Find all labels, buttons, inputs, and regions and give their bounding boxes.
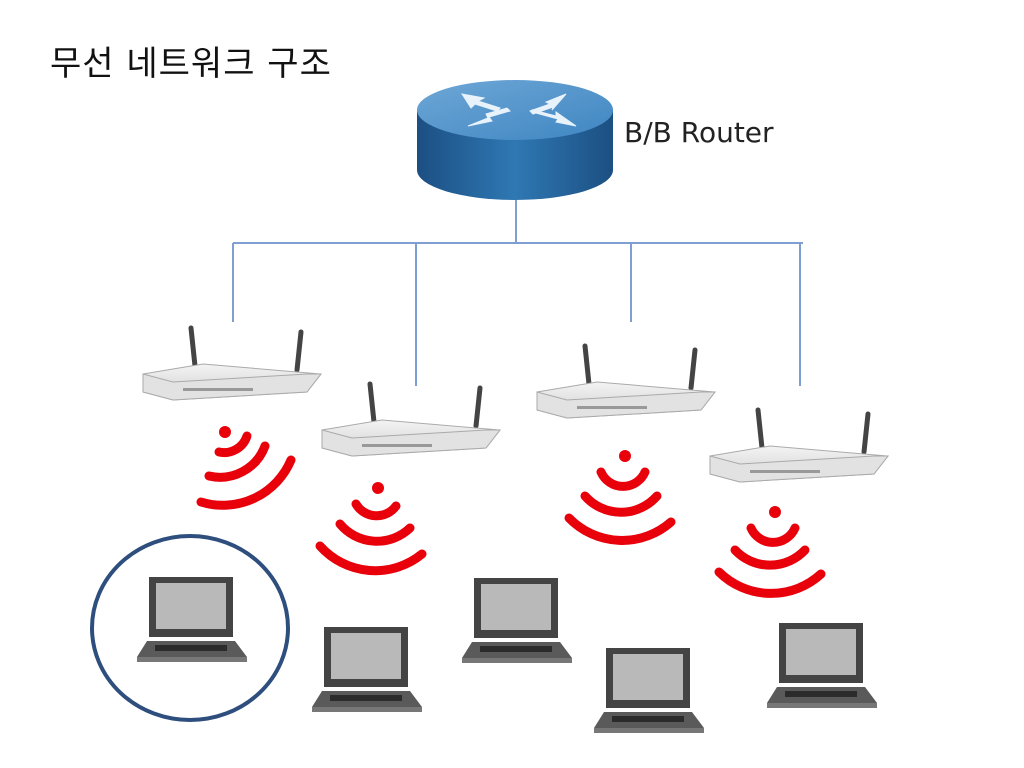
laptop-icon bbox=[594, 648, 704, 733]
laptop-icon bbox=[462, 578, 572, 663]
wifi-signal-icon bbox=[196, 426, 296, 510]
router-icon bbox=[417, 80, 613, 200]
laptop-icon bbox=[767, 623, 877, 708]
connection-lines bbox=[232, 200, 803, 386]
laptop-icon bbox=[312, 627, 422, 712]
wireless-access-point-icon bbox=[709, 407, 890, 483]
router-label: B/B Router bbox=[624, 116, 774, 149]
page-title: 무선 네트워크 구조 bbox=[50, 44, 332, 84]
laptop-icon bbox=[137, 577, 247, 662]
wireless-access-point-icon bbox=[321, 381, 502, 457]
wireless-access-point-icon bbox=[536, 343, 717, 419]
wifi-signal-icon bbox=[714, 506, 826, 598]
wifi-signal-icon bbox=[315, 482, 427, 576]
highlight-circle bbox=[90, 534, 290, 722]
wireless-access-point-icon bbox=[142, 325, 323, 401]
wifi-signal-icon bbox=[564, 450, 676, 545]
